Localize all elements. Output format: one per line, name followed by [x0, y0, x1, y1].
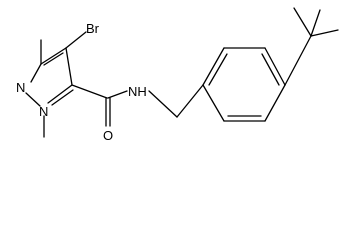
bond-n1-c5-inner — [51, 89, 74, 106]
bond-c4-c3 — [40, 47, 67, 65]
bond-n-ch2 — [148, 90, 178, 118]
bond-ch2-phenyl — [176, 84, 204, 118]
bond-tbu-methyl-2 — [310, 29, 339, 37]
bond-ph-1-2 — [202, 47, 225, 86]
bond-n2-n1 — [25, 92, 41, 107]
bond-tbu-methyl-3 — [310, 9, 321, 37]
bond-tbu-methyl-1 — [293, 7, 312, 37]
bond-ph-3-4 — [264, 47, 286, 86]
bond-c3-n2 — [30, 63, 42, 83]
atom-label-nh: NH — [128, 84, 147, 99]
bond-ph-6-1 — [202, 84, 225, 122]
bond-c4-br — [65, 31, 87, 49]
bond-ph-tbu — [284, 35, 312, 86]
molecule-structure-diagram: Br N N NH O — [16, 7, 339, 143]
bond-ph-3-4-inner — [261, 53, 280, 86]
bond-c4-c3-inner — [43, 52, 64, 66]
bond-ph-1-2-inner — [208, 53, 228, 86]
bond-c5-carbonyl — [71, 84, 108, 99]
atom-label-n-ring-top: N — [16, 80, 25, 95]
bond-c4-c5 — [65, 47, 73, 86]
bond-n1-c5 — [47, 84, 73, 104]
atom-label-br: Br — [86, 21, 100, 36]
bond-carbonyl-n — [107, 90, 128, 99]
bond-ph-4-5 — [264, 84, 286, 122]
atom-label-o: O — [103, 128, 113, 143]
atom-label-n-ring-methyl: N — [39, 104, 48, 119]
